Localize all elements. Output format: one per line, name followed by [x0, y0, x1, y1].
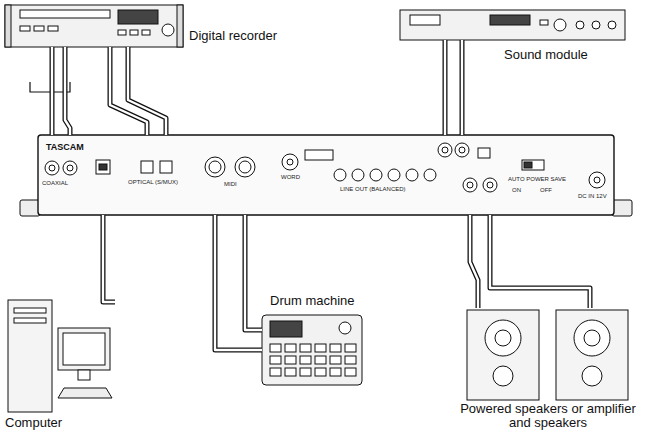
drum-pad	[345, 344, 356, 352]
cable-core	[444, 40, 446, 135]
computer-monitor	[58, 328, 110, 370]
device-label: Sound module	[504, 48, 588, 62]
panel-label: DC IN 12V	[578, 193, 607, 200]
device: Sound module	[400, 10, 625, 40]
panel-label: OPTICAL (S/MUX)	[128, 179, 178, 186]
panel-label: AUTO POWER SAVE	[508, 176, 566, 183]
cable-outline	[65, 47, 70, 135]
cable-outline	[128, 47, 166, 135]
drum-pad	[270, 356, 281, 364]
rack-ear	[20, 200, 40, 216]
recorder-body	[5, 5, 183, 47]
cable-core	[470, 215, 478, 308]
computer-tower	[8, 300, 52, 412]
device-label: Digital recorder	[189, 29, 277, 43]
cable	[245, 215, 262, 330]
drum-pad	[345, 368, 356, 376]
cable	[462, 40, 463, 135]
cable-outline	[490, 215, 590, 308]
drum-machine-body	[262, 315, 362, 385]
cable-core	[215, 215, 262, 350]
device: TASCAM	[38, 135, 614, 215]
panel-label: MIDI	[224, 181, 237, 188]
brand-name: TASCAM	[46, 140, 84, 154]
cable-outline	[460, 40, 465, 135]
cable	[490, 215, 590, 308]
panel-label: COAXIAL	[42, 180, 68, 187]
cable	[128, 47, 166, 135]
speaker-left	[467, 310, 539, 400]
drum-pad	[330, 344, 341, 352]
cable-core	[490, 215, 590, 308]
cable-outline	[215, 215, 262, 350]
cable-outline	[443, 40, 448, 135]
device: Digital recorder	[5, 5, 183, 47]
drum-pad	[345, 356, 356, 364]
device: Drum machine	[262, 315, 362, 385]
interface-panel	[38, 135, 614, 215]
cable-outline	[103, 215, 115, 302]
panel-label: ON	[512, 187, 521, 194]
cable	[470, 215, 478, 308]
cable-core	[103, 215, 115, 302]
drum-pad	[315, 344, 326, 352]
drum-pad	[330, 356, 341, 364]
drum-pad	[315, 356, 326, 364]
drum-pad	[315, 368, 326, 376]
drum-pad	[285, 344, 296, 352]
rack-ear	[612, 200, 632, 216]
cable	[215, 215, 262, 350]
cable	[52, 47, 53, 135]
device-label: Computer	[5, 416, 62, 430]
cable-core	[128, 47, 166, 135]
cable-outline	[245, 215, 262, 330]
cable	[445, 40, 446, 135]
sound-module-body	[400, 10, 625, 40]
drum-pad	[300, 344, 311, 352]
device-label: Powered speakers or amplifier and speake…	[451, 402, 645, 430]
drum-pad	[285, 368, 296, 376]
panel-label: OFF	[540, 187, 552, 194]
cable-outline	[50, 47, 55, 135]
drum-pad	[270, 368, 281, 376]
panel-label: WORD	[281, 174, 300, 181]
cable	[65, 47, 70, 135]
drum-pad	[330, 368, 341, 376]
cable-core	[51, 47, 53, 135]
cable-outline	[470, 215, 478, 308]
cable-core	[461, 40, 463, 135]
drum-pad	[300, 368, 311, 376]
panel-label: LINE OUT (BALANCED)	[340, 186, 406, 193]
drum-pad	[285, 356, 296, 364]
cable-core	[65, 47, 70, 135]
device-label: Drum machine	[270, 294, 355, 308]
device: Computer	[5, 290, 115, 415]
cable	[103, 215, 115, 302]
speaker-right	[556, 310, 628, 400]
device: Powered speakers or amplifier and speake…	[465, 308, 630, 400]
drum-pad	[300, 356, 311, 364]
cable-core	[245, 215, 262, 330]
drum-pad	[270, 344, 281, 352]
